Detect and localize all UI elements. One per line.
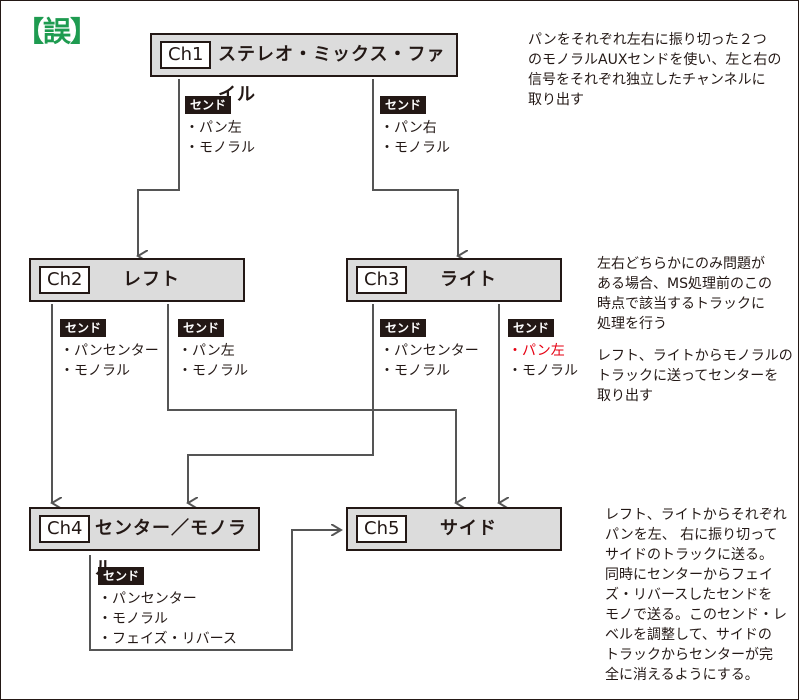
send-ch2-center: センド ・パンセンター ・モノラル bbox=[60, 318, 159, 381]
send-ch3-left: センド ・パン左 ・モノラル bbox=[508, 318, 578, 381]
send-badge: センド bbox=[185, 96, 232, 114]
send-ch2-left: センド ・パン左 ・モノラル bbox=[178, 318, 248, 381]
note-line: モノで送る。このセンド・レ bbox=[605, 607, 787, 623]
note-line: レフト、ライトからそれぞれ bbox=[605, 507, 787, 523]
send-item-highlight: ・パン左 bbox=[508, 343, 565, 359]
note-middle-2: レフト、ライトからモノラルの トラックに送ってセンターを 取り出す bbox=[597, 346, 793, 406]
ch1-name: ステレオ・ミックス・ファイル bbox=[218, 44, 446, 105]
note-line: パンを左、 右に振り切って bbox=[605, 527, 778, 543]
note-line: 左右どちらかにのみ問題が bbox=[597, 256, 765, 272]
ch3-box: Ch3 ライト bbox=[346, 258, 562, 302]
send-item: ・モノラル bbox=[380, 140, 450, 156]
ch4-name: センター／モノラル bbox=[95, 518, 247, 579]
note-bottom: レフト、ライトからそれぞれ パンを左、 右に振り切って サイドのトラックに送る。… bbox=[605, 505, 787, 685]
line-ch4-ch5 bbox=[89, 530, 341, 651]
ch2-name: レフト bbox=[123, 269, 180, 290]
send-ch3-center: センド ・パンセンター ・モノラル bbox=[380, 318, 479, 381]
note-line: ある場合、MS処理前のこの bbox=[597, 276, 772, 292]
note-middle-1: 左右どちらかにのみ問題が ある場合、MS処理前のこの 時点で該当するトラックに … bbox=[597, 254, 772, 334]
note-line: 時点で該当するトラックに bbox=[597, 296, 765, 312]
page-title: 【誤】 bbox=[16, 15, 98, 48]
send-item: ・モノラル bbox=[98, 611, 168, 627]
ch4-box: Ch4 センター／モノラル bbox=[29, 507, 260, 579]
note-line: パンをそれぞれ左右に振り切った２つ bbox=[528, 32, 767, 48]
ch3-id: Ch3 bbox=[356, 266, 408, 294]
send-item: ・パンセンター bbox=[380, 343, 479, 359]
send-item: ・パンセンター bbox=[60, 343, 159, 359]
note-line: 取り出す bbox=[597, 388, 653, 404]
note-line: 信号をそれぞれ独立したチャンネルに bbox=[528, 72, 766, 88]
send-item: ・モノラル bbox=[380, 363, 450, 379]
line-ch3-ch4 bbox=[188, 304, 374, 503]
send-item: ・パンセンター bbox=[98, 591, 197, 607]
line-ch1-ch2 bbox=[138, 79, 180, 256]
send-item: ・フェイズ・リバース bbox=[98, 631, 237, 647]
note-line: レフト、ライトからモノラルの bbox=[597, 348, 793, 364]
note-line: 全に消えるようにする。 bbox=[605, 667, 759, 683]
send-item: ・モノラル bbox=[178, 363, 248, 379]
send-item: ・パン左 bbox=[185, 120, 242, 136]
note-line: のモノラルAUXセンドを使い、左と右の bbox=[528, 52, 782, 68]
send-ch1-right: センド ・パン右 ・モノラル bbox=[380, 95, 450, 158]
ch1-id: Ch1 bbox=[160, 41, 212, 69]
send-item: ・モノラル bbox=[60, 363, 130, 379]
line-ch1-ch3 bbox=[372, 79, 458, 256]
send-badge: センド bbox=[380, 319, 427, 337]
send-ch4: センド ・パンセンター ・モノラル ・フェイズ・リバース bbox=[98, 566, 237, 649]
ch4-id: Ch4 bbox=[39, 515, 91, 543]
send-item: ・パン右 bbox=[380, 120, 437, 136]
send-badge: センド bbox=[508, 319, 555, 337]
send-item: ・パン左 bbox=[178, 343, 235, 359]
send-item: ・モノラル bbox=[185, 140, 255, 156]
note-top: パンをそれぞれ左右に振り切った２つ のモノラルAUXセンドを使い、左と右の 信号… bbox=[528, 30, 781, 110]
ch1-box: Ch1 ステレオ・ミックス・ファイル bbox=[150, 33, 458, 105]
send-item: ・モノラル bbox=[508, 363, 578, 379]
send-ch1-left: センド ・パン左 ・モノラル bbox=[185, 95, 255, 158]
note-line: ベルを調整して、サイドの bbox=[605, 627, 772, 643]
note-line: ズ・リバースしたセンドを bbox=[605, 587, 773, 603]
ch5-box: Ch5 サイド bbox=[346, 507, 562, 551]
note-line: トラックからセンターが完 bbox=[605, 647, 773, 663]
note-line: 処理を行う bbox=[597, 316, 667, 332]
note-line: サイドのトラックに送る。 bbox=[605, 547, 773, 563]
ch5-name: サイド bbox=[440, 518, 497, 539]
line-ch2-ch5 bbox=[167, 304, 456, 503]
send-badge: センド bbox=[178, 319, 225, 337]
send-badge: センド bbox=[60, 319, 107, 337]
note-line: トラックに送ってセンターを bbox=[597, 368, 779, 384]
ch2-box: Ch2 レフト bbox=[29, 258, 245, 302]
send-badge: センド bbox=[98, 567, 145, 585]
ch5-id: Ch5 bbox=[356, 515, 408, 543]
ch3-name: ライト bbox=[440, 269, 497, 290]
ch2-id: Ch2 bbox=[39, 266, 91, 294]
send-badge: センド bbox=[380, 96, 427, 114]
note-line: 取り出す bbox=[528, 92, 584, 108]
note-line: 同時にセンターからフェイ bbox=[605, 567, 773, 583]
